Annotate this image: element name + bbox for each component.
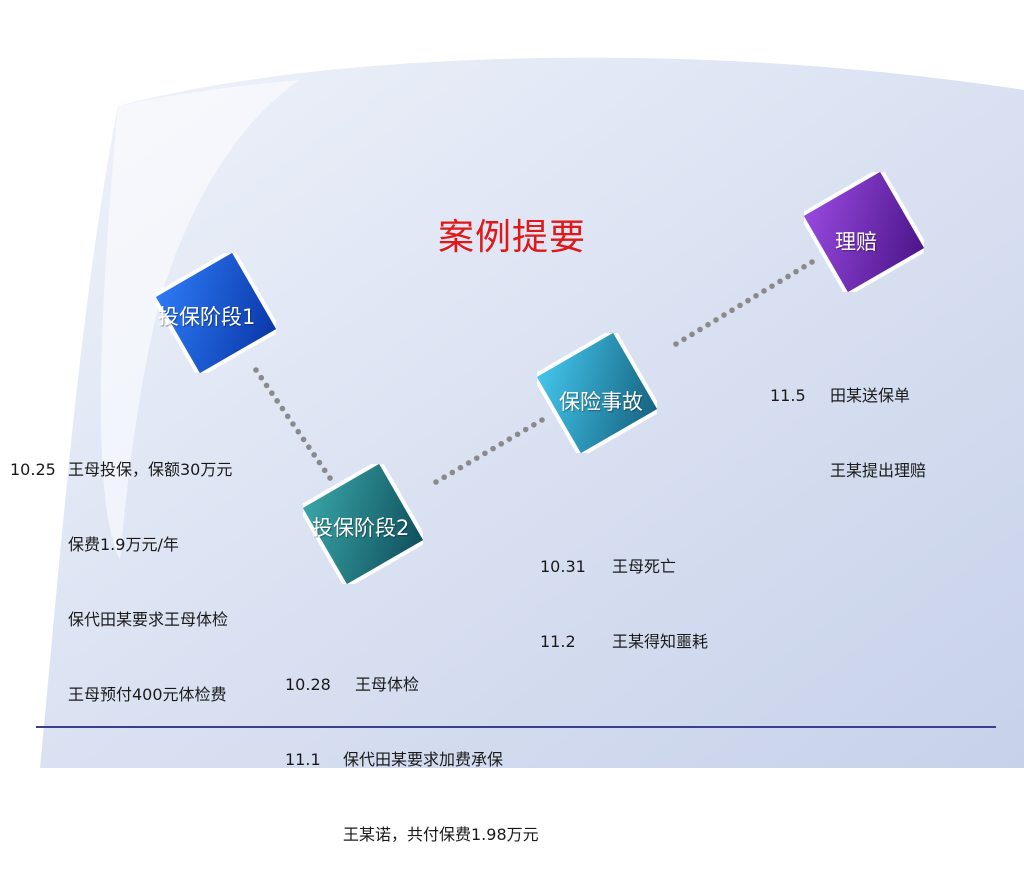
stage2-label: 投保阶段2: [312, 516, 410, 540]
note-date: 11.2: [540, 632, 576, 651]
note-text: 保代田某要求王母体检: [68, 610, 229, 629]
note-text: 王母死亡: [612, 557, 677, 576]
note-text: 保代田某要求加费承保: [343, 750, 504, 769]
note-text: 田某送保单: [830, 386, 911, 405]
stage4-notes: 11.5 田某送保单 王某提出理赔: [770, 333, 926, 508]
stage2-diamond: [303, 464, 423, 584]
note-date: 11.1: [285, 750, 321, 769]
footer-divider: [36, 726, 996, 728]
page-title: 案例提要: [437, 217, 586, 258]
stage4-diamond: [804, 172, 924, 292]
note-text: 王母投保，保额30万元: [68, 460, 233, 479]
stage3-diamond: [537, 333, 657, 453]
note-text: 王母预付400元体检费: [68, 685, 227, 704]
stage1-notes: 10.25 王母投保，保额30万元 保费1.9万元/年 保代田某要求王母体检 王母…: [10, 407, 232, 732]
stage3-label: 保险事故: [559, 390, 643, 414]
note-text: 王某诺，共付保费1.98万元: [343, 825, 539, 844]
note-text: 王母体检: [355, 675, 420, 694]
stage2-notes: 10.28 王母体检 11.1 保代田某要求加费承保 王某诺，共付保费1.98万元: [285, 622, 539, 872]
note-date: 11.5: [770, 386, 806, 405]
note-date: 10.25: [10, 460, 56, 479]
slide-background: [40, 57, 1024, 768]
stage1-diamond: [156, 253, 276, 373]
stage4-label: 理赔: [835, 230, 877, 254]
note-text: 保费1.9万元/年: [68, 535, 179, 554]
note-date: 10.31: [540, 557, 586, 576]
note-text: 王某得知噩耗: [612, 632, 709, 651]
stage1-label: 投保阶段1: [158, 305, 256, 329]
note-text: 王某提出理赔: [830, 461, 927, 480]
stage3-notes: 10.31 王母死亡 11.2 王某得知噩耗: [540, 504, 708, 679]
note-date: 10.28: [285, 675, 331, 694]
